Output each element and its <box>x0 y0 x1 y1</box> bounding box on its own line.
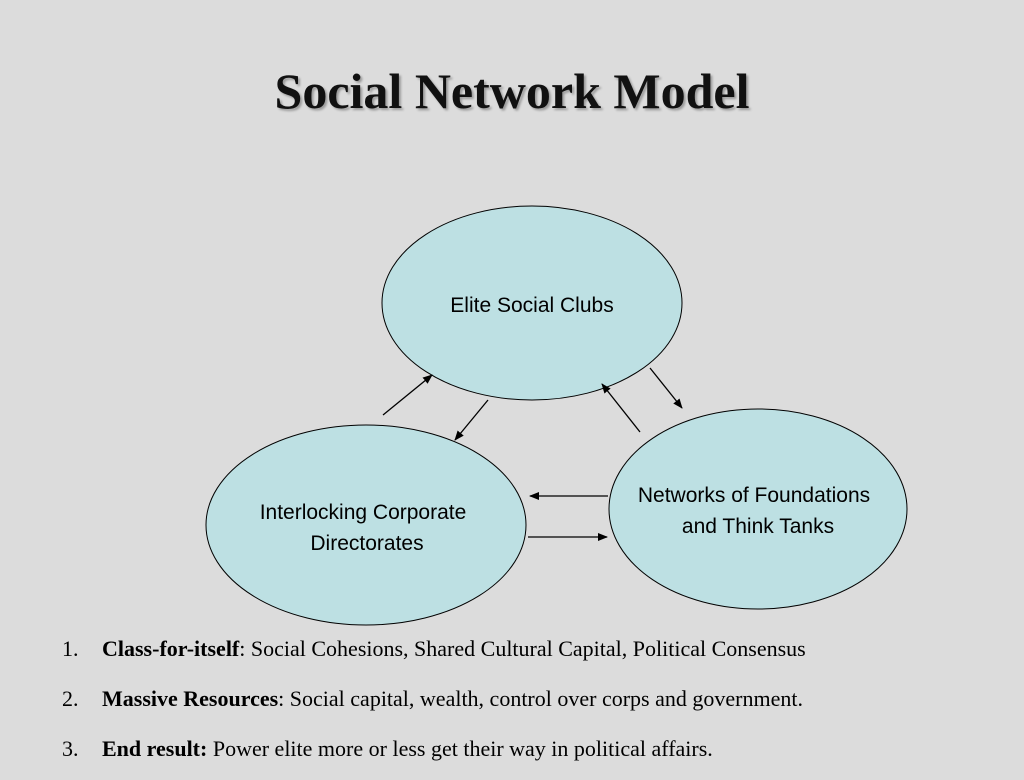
node-label: and Think Tanks <box>682 515 834 538</box>
point-text: Social Cohesions, Shared Cultural Capita… <box>245 636 806 661</box>
list-item: 1. Class-for-itself: Social Cohesions, S… <box>62 630 1012 680</box>
point-term: Massive Resources <box>102 686 279 711</box>
arrow-foundations-to-clubs <box>601 383 641 433</box>
node-elite-social-clubs: Elite Social Clubs <box>381 205 683 401</box>
point-term: End result: <box>102 736 208 761</box>
node-label: Elite Social Clubs <box>450 294 613 317</box>
node-ellipse <box>205 424 527 626</box>
point-term: Class-for-itself <box>102 636 240 661</box>
node-label: Interlocking Corporate <box>260 501 467 524</box>
list-number: 2. <box>62 686 79 711</box>
list-number: 3. <box>62 736 79 761</box>
node-label: Directorates <box>310 532 423 555</box>
key-points-list: 1. Class-for-itself: Social Cohesions, S… <box>62 630 1012 780</box>
node-label: Networks of Foundations <box>638 484 870 507</box>
point-separator: : <box>239 636 246 661</box>
arrow-clubs-to-foundations <box>649 367 683 409</box>
point-text: Social capital, wealth, control over cor… <box>284 686 803 711</box>
arrow-directorates-to-clubs <box>382 374 433 416</box>
point-separator: : <box>278 686 285 711</box>
node-foundations-think-tanks: Networks of Foundations and Think Tanks <box>608 408 908 610</box>
node-ellipse <box>381 205 683 401</box>
slide-title: Social Network Model <box>274 63 750 119</box>
node-ellipse <box>608 408 908 610</box>
point-text: Power elite more or less get their way i… <box>207 736 713 761</box>
list-item: 2. Massive Resources: Social capital, we… <box>62 680 1012 730</box>
list-item: 3. End result: Power elite more or less … <box>62 730 1012 780</box>
arrow-clubs-to-directorates <box>454 399 489 441</box>
node-interlocking-directorates: Interlocking Corporate Directorates <box>205 424 527 626</box>
list-number: 1. <box>62 636 79 661</box>
